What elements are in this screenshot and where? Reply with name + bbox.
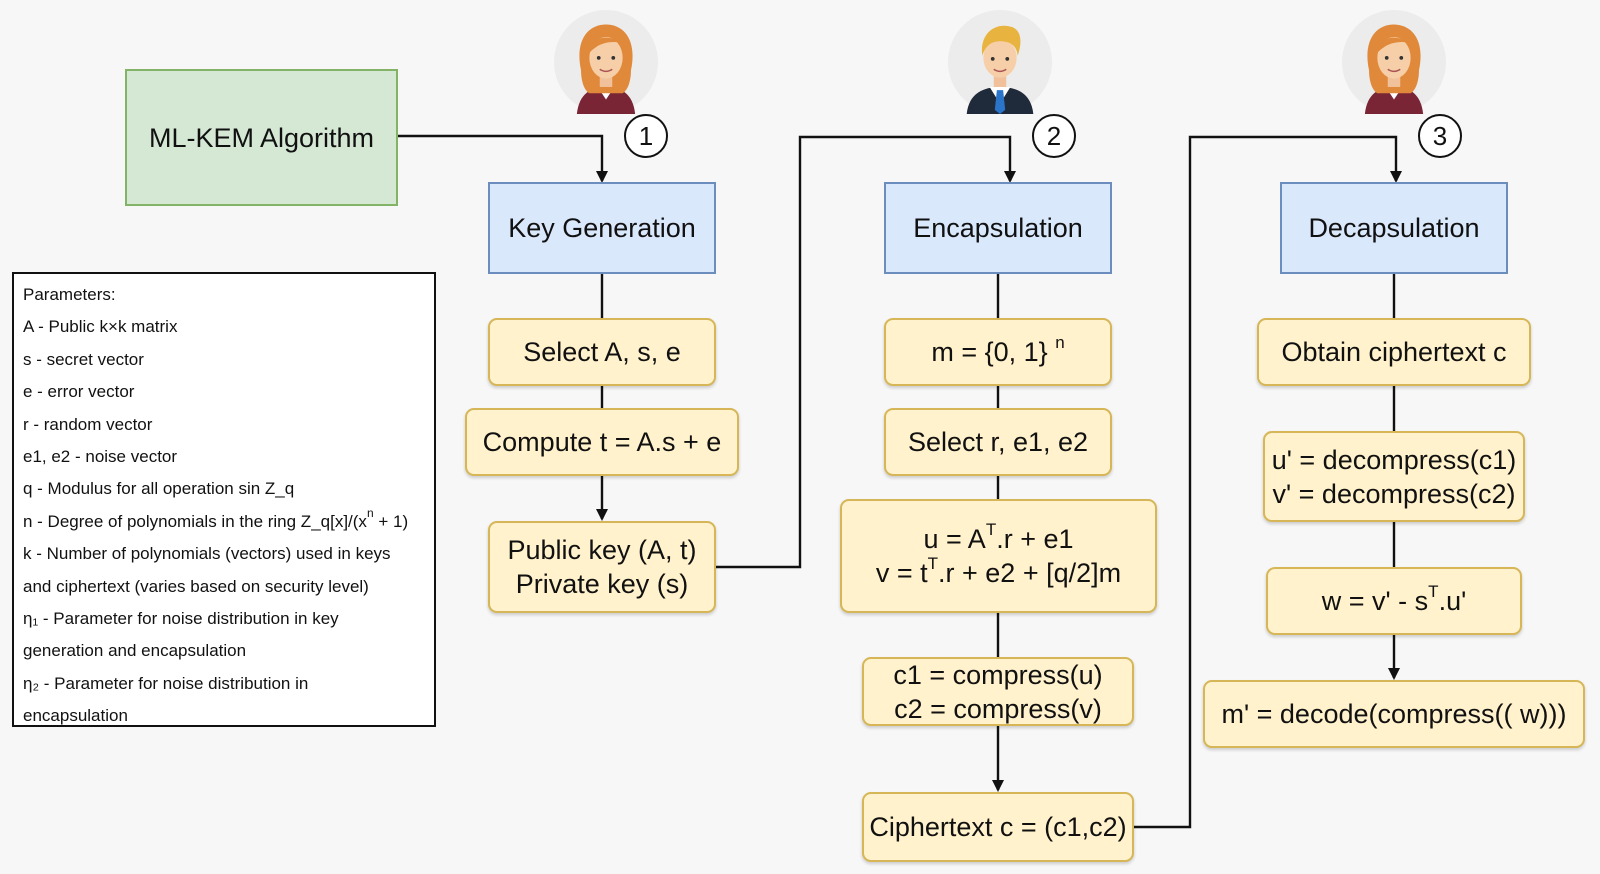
ciphertext-text: Ciphertext c = (c1,c2) xyxy=(869,812,1127,842)
keygen-select-text: Select A, s, e xyxy=(523,337,681,367)
decaps-obtain-box: Obtain ciphertext c xyxy=(1257,318,1531,386)
message-formula: m = {0, 1} n xyxy=(931,333,1065,367)
encaps-select-text: Select r, e1, e2 xyxy=(907,427,1089,457)
step-number-badge: 1 xyxy=(624,114,668,158)
keygen-header: Key Generation xyxy=(488,182,716,274)
w-formula: w = v' - sT.u' xyxy=(1321,582,1467,616)
arrow-ciphertext-to-decaps xyxy=(1134,135,1402,829)
decaps-w-box: w = v' - sT.u' xyxy=(1266,567,1522,635)
parameter-line: e1, e2 - noise vector xyxy=(23,446,178,466)
encaps-compress-box: c1 = compress(u) c2 = compress(v) xyxy=(862,657,1134,726)
parameter-line: e - error vector xyxy=(23,382,135,402)
m-prime-formula: m' = decode(compress(( w))) xyxy=(1221,699,1567,729)
encaps-header: Encapsulation xyxy=(884,182,1112,274)
keygen-compute-text: Compute t = A.s + e xyxy=(482,427,722,457)
encaps-uv-box: u = AT.r + e1 v = tT.r + e2 + [q/2]m xyxy=(840,499,1157,613)
c1-formula: c1 = compress(u) xyxy=(893,659,1103,690)
step-number-badge: 2 xyxy=(1032,114,1076,158)
woman-avatar-icon xyxy=(554,10,658,114)
keygen-compute-box: Compute t = A.s + e xyxy=(465,408,739,476)
decaps-decode-box: m' = decode(compress(( w))) xyxy=(1203,680,1585,748)
parameter-line: k - Number of polynomials (vectors) used… xyxy=(23,544,391,564)
decaps-header: Decapsulation xyxy=(1280,182,1508,274)
step-number-badge: 3 xyxy=(1418,114,1462,158)
keygen-title: Key Generation xyxy=(508,213,696,243)
obtain-text: Obtain ciphertext c xyxy=(1281,337,1507,367)
public-key-text: Public key (A, t) xyxy=(507,535,697,565)
parameter-line: η₂ - Parameter for noise distribution in xyxy=(23,673,309,693)
arrow-algorithm-to-keygen xyxy=(398,134,608,183)
v-prime-formula: v' = decompress(c2) xyxy=(1272,478,1516,509)
u-prime-formula: u' = decompress(c1) xyxy=(1271,444,1517,475)
man-avatar-icon xyxy=(948,10,1052,114)
parameter-line: q - Modulus for all operation sin Z_q xyxy=(23,479,295,499)
decaps-title: Decapsulation xyxy=(1308,213,1480,243)
keygen-select-box: Select A, s, e xyxy=(488,318,716,386)
parameters-title: Parameters: xyxy=(23,285,116,304)
woman-avatar-icon xyxy=(1342,10,1446,114)
parameter-line: A - Public k×k matrix xyxy=(23,317,178,337)
v-formula: v = tT.r + e2 + [q/2]m xyxy=(875,554,1122,588)
parameter-line: encapsulation xyxy=(23,706,128,726)
c2-formula: c2 = compress(v) xyxy=(894,693,1102,724)
encaps-title: Encapsulation xyxy=(913,213,1083,243)
arrow-keys-to-encaps xyxy=(716,135,1016,569)
ciphertext-box: Ciphertext c = (c1,c2) xyxy=(862,792,1134,862)
parameter-line: η₁ - Parameter for noise distribution in… xyxy=(23,608,339,628)
algorithm-label: ML-KEM Algorithm xyxy=(148,122,375,153)
encaps-message-box: m = {0, 1} n xyxy=(884,318,1112,386)
parameter-line: generation and encapsulation xyxy=(23,641,247,661)
private-key-text: Private key (s) xyxy=(515,569,689,599)
parameter-line: r - random vector xyxy=(23,414,153,434)
algorithm-box: ML-KEM Algorithm xyxy=(125,69,398,206)
parameters-legend: Parameters: A - Public k×k matrix s - se… xyxy=(12,272,436,727)
parameter-line: and ciphertext (varies based on security… xyxy=(23,576,369,596)
keygen-keys-box: Public key (A, t) Private key (s) xyxy=(488,521,716,613)
u-formula: u = AT.r + e1 xyxy=(923,520,1074,554)
parameter-line: n - Degree of polynomials in the ring Z_… xyxy=(23,506,409,531)
encaps-select-box: Select r, e1, e2 xyxy=(884,408,1112,476)
parameter-line: s - secret vector xyxy=(23,349,144,369)
decaps-decompress-box: u' = decompress(c1) v' = decompress(c2) xyxy=(1263,431,1525,522)
